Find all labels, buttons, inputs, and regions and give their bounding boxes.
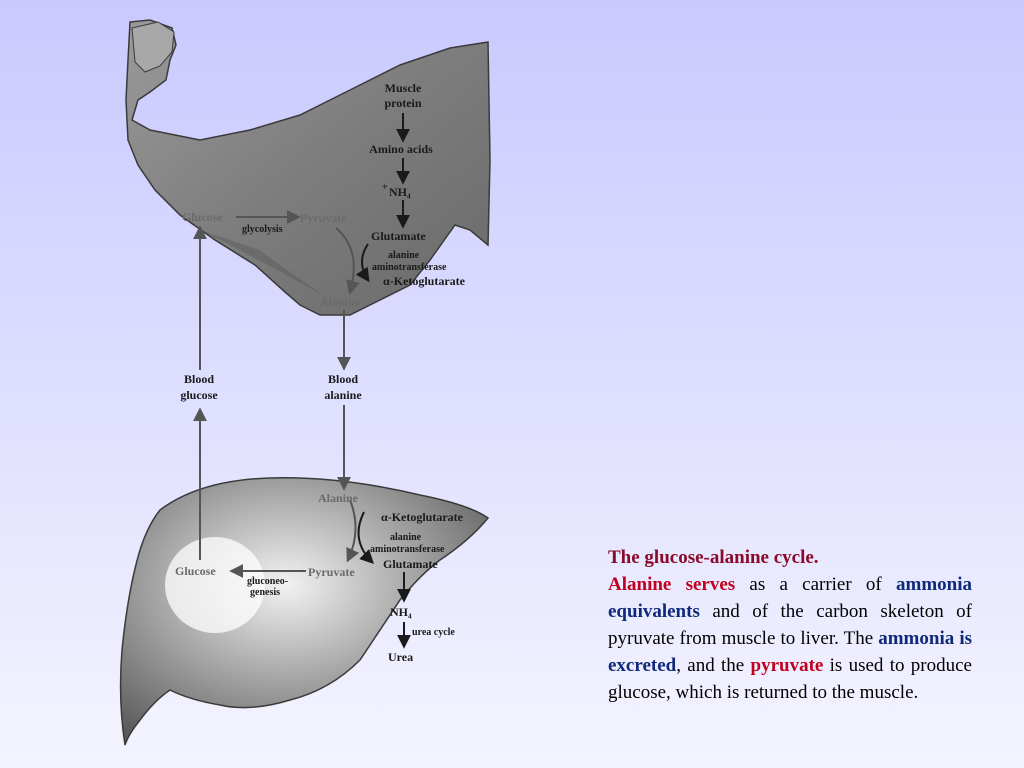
label-liver-pyruvate: Pyruvate <box>308 565 355 579</box>
arrow-liver-transamination <box>357 511 374 564</box>
label-urea: Urea <box>388 650 413 664</box>
label-liver-enzyme-1: alanine <box>390 532 422 543</box>
label-amino-acids: Amino acids <box>369 142 433 156</box>
label-muscle-nh4: NH₄ <box>389 185 411 199</box>
label-gluconeogenesis-2: genesis <box>250 587 280 598</box>
label-muscle-protein-1: Muscle <box>385 81 422 95</box>
label-muscle-pyruvate: Pyruvate <box>300 211 347 225</box>
caption-ammonia-excreted: ammonia is excreted <box>608 628 972 676</box>
label-muscle-alanine: Alanine <box>320 295 361 309</box>
label-liver-glutamate: Glutamate <box>383 557 438 571</box>
caption-title: The glucose-alanine cycle. <box>608 547 819 568</box>
label-liver-enzyme-2: aminotransferase <box>370 544 445 555</box>
label-glycolysis: glycolysis <box>242 224 283 235</box>
label-liver-ketoglutarate: α-Ketoglutarate <box>381 510 464 524</box>
glucose-alanine-cycle-diagram: Muscle protein Amino acids + NH₄ Glucose… <box>119 19 491 746</box>
label-nh4-charge: + <box>382 182 388 193</box>
label-blood-alanine-1: Blood <box>328 372 358 386</box>
label-blood-alanine-2: alanine <box>324 388 362 402</box>
label-muscle-glucose: Glucose <box>182 210 223 224</box>
label-muscle-ketoglutarate: α-Ketoglutarate <box>383 274 466 288</box>
caption-ammonia-equivalents: ammonia equivalents <box>608 574 972 622</box>
caption-text-4: is used to produce glucose, which is ret… <box>608 655 972 703</box>
label-muscle-glutamate: Glutamate <box>371 229 426 243</box>
label-urea-cycle: urea cycle <box>412 627 455 638</box>
arrow-muscle-transamination <box>355 243 370 283</box>
label-muscle-protein-2: protein <box>384 96 421 110</box>
caption-text-1: as a carrier of <box>735 574 896 595</box>
label-blood-glucose-1: Blood <box>184 372 214 386</box>
arm-shape <box>125 19 491 316</box>
label-liver-glucose: Glucose <box>175 564 216 578</box>
fist-shape <box>131 21 175 73</box>
label-blood-glucose-2: glucose <box>180 388 218 402</box>
caption-text-2: and of the carbon skeleton of pyruvate f… <box>608 601 972 649</box>
liver-highlight <box>165 537 265 633</box>
label-muscle-enzyme-2: aminotransferase <box>372 262 447 273</box>
label-muscle-enzyme-1: alanine <box>388 250 420 261</box>
label-gluconeogenesis-1: gluconeo- <box>247 576 288 587</box>
arrow-pyruvate-to-alanine <box>335 227 360 295</box>
caption-text: The glucose-alanine cycle. Alanine serve… <box>608 544 972 706</box>
arrow-liver-alanine-to-pyruvate <box>346 499 360 563</box>
liver-illustration <box>119 477 490 746</box>
caption-text-3: , and the <box>676 655 751 676</box>
caption-pyruvate: pyruvate <box>750 655 824 676</box>
arm-illustration <box>125 19 491 316</box>
caption-alanine-serves: Alanine serves <box>608 574 736 595</box>
label-liver-nh4: NH₄ <box>390 605 412 619</box>
label-liver-alanine: Alanine <box>318 491 359 505</box>
